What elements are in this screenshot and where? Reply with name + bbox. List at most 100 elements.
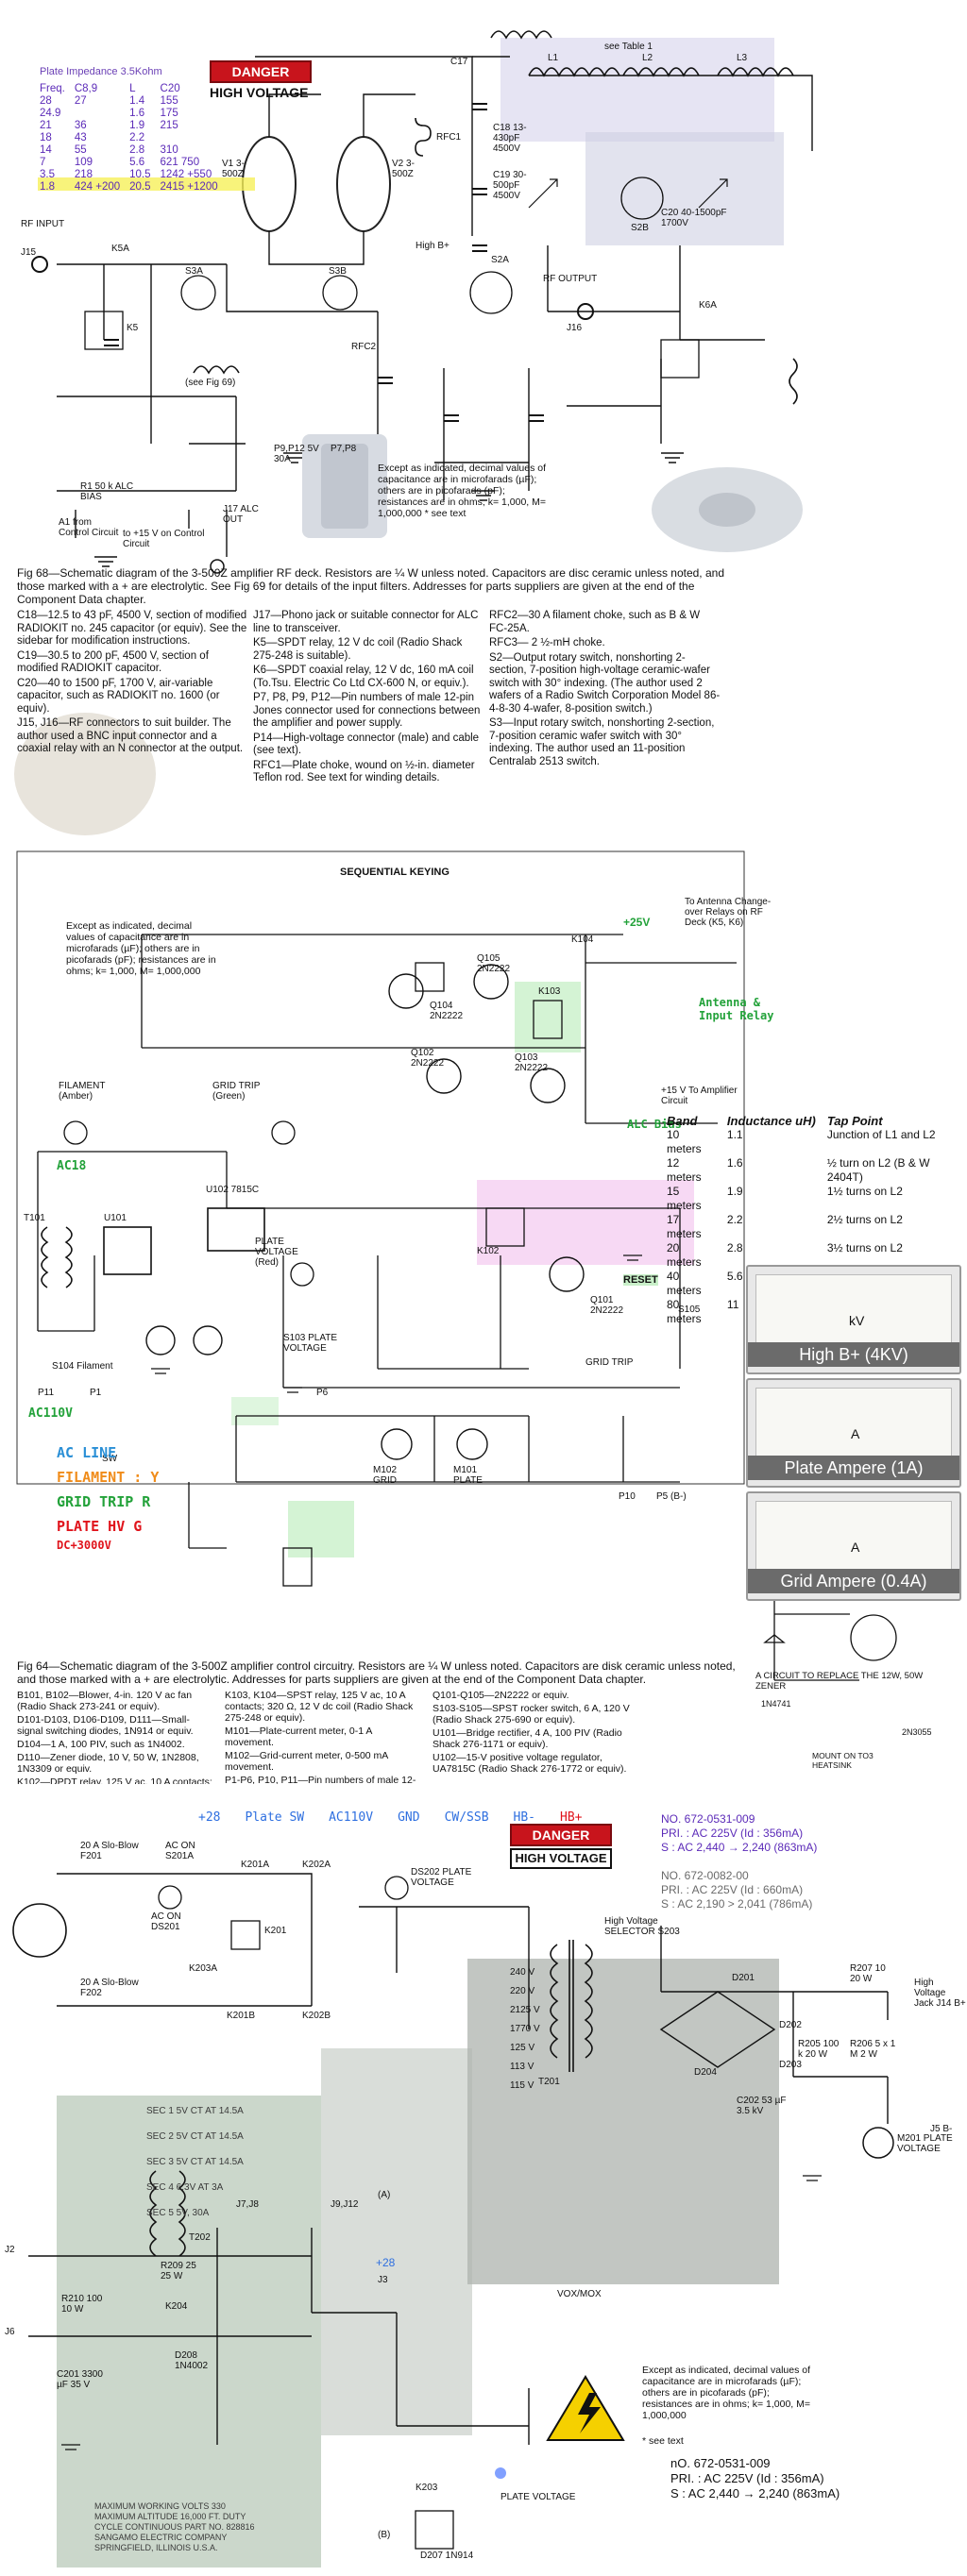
- ps-top-label: GND: [398, 1810, 420, 1825]
- c18-label: C18 13-430pF 4500V: [493, 123, 527, 154]
- rf-input-label: RF INPUT: [21, 219, 65, 229]
- t201-label: T201: [538, 2077, 560, 2087]
- m102-label: M102 GRID: [373, 1465, 398, 1486]
- k104-label: K104: [571, 934, 594, 945]
- rf-deck-schematic: [14, 30, 813, 835]
- ps-high-voltage-label: HIGH VOLTAGE: [510, 1848, 612, 1869]
- band-table-header-cell: Band: [667, 1114, 698, 1128]
- d204-label: D204: [694, 2067, 717, 2078]
- s3a-label: S3A: [185, 266, 203, 277]
- l1-label: L1: [548, 53, 559, 63]
- parts-list-item: U101—Bridge rectifier, 4 A, 100 PIV (Rad…: [433, 1727, 622, 1750]
- p5-label: P5 (B-): [656, 1491, 687, 1502]
- zener-transistor-label: 2N3055: [902, 1727, 932, 1737]
- d201-label: D201: [732, 1973, 755, 1983]
- band-table-cell: 12 meters: [667, 1156, 702, 1184]
- parts-list-item: D110—Zener diode, 10 V, 50 W, 1N2808, 1N…: [17, 1752, 199, 1775]
- meter-label: Grid Ampere (0.4A): [748, 1569, 959, 1593]
- tap-voltage-item: 1770 V: [510, 2024, 540, 2034]
- band-table-cell: 11: [726, 1298, 739, 1311]
- fig64-caption: Fig 64—Schematic diagram of the 3-500Z a…: [17, 1659, 736, 1686]
- frequency-table-header-cell: C8,9: [74, 83, 98, 94]
- p10-label: P10: [619, 1491, 636, 1502]
- zener-mount-label: MOUNT ON TO3 HEATSINK: [812, 1751, 874, 1770]
- rfc2-label: RFC2: [351, 342, 377, 352]
- q101-label: Q101 2N2222: [590, 1295, 624, 1316]
- alc-bias-label: ALC Bias: [627, 1118, 682, 1131]
- transformer-nameplate: MAXIMUM WORKING VOLTS 330 MAXIMUM ALTITU…: [94, 2501, 255, 2552]
- ps-danger-label: DANGER: [510, 1824, 612, 1846]
- alc-out-label: J17 ALC OUT: [223, 504, 259, 525]
- sec-voltage-item: SEC 2 5V CT AT 14.5A: [146, 2131, 244, 2142]
- k202b-label: K202B: [302, 2011, 331, 2021]
- band-table-row: 10 meters 1.1 Junction of L1 and L2: [661, 1128, 967, 1156]
- ps-see-text: * see text: [642, 2435, 684, 2447]
- parts-list-item: U102—15-V positive voltage regulator, UA…: [433, 1752, 627, 1775]
- sequential-keying-title: SEQUENTIAL KEYING: [340, 867, 450, 878]
- frequency-table-header-cell: L: [129, 83, 136, 94]
- parts-list-item: RFC3— 2 ½-mH choke.: [489, 637, 605, 648]
- tx-part: NO. 672-0531-009: [661, 1812, 755, 1826]
- ps-top-label: AC110V: [329, 1810, 374, 1825]
- tx-part: nO. 672-0531-009: [670, 2456, 771, 2470]
- m101-label: M101 PLATE: [453, 1465, 483, 1486]
- ps-top-label: Plate SW: [245, 1810, 305, 1825]
- frequency-table-cell: 21: [40, 120, 52, 131]
- q102-label: Q102 2N2222: [411, 1048, 445, 1069]
- sec-voltage-item: SEC 1 5V CT AT 14.5A: [146, 2106, 244, 2116]
- ps-top-label: +28: [198, 1810, 221, 1825]
- grid-trip-label: GRID TRIP: [585, 1357, 634, 1368]
- to-15v-label: to +15 V on Control Circuit: [123, 529, 205, 549]
- frequency-table-cell: 109: [74, 157, 93, 168]
- tx-pri: PRI. : AC 225V (Id : 356mA): [661, 1827, 804, 1840]
- meter-plate-ampere: A Plate Ampere (1A): [746, 1378, 961, 1488]
- s104-label: S104 Filament: [52, 1361, 113, 1372]
- frequency-table-cell: 424 +200: [74, 181, 121, 193]
- parts-list-item: D101-D103, D106-D109, D111—Small-signal …: [17, 1714, 194, 1737]
- u101-label: U101: [104, 1213, 127, 1223]
- see-fig-label: (see Fig 69): [185, 378, 236, 388]
- reset-label: RESET: [623, 1274, 658, 1286]
- frequency-table-cell: 18: [40, 132, 52, 143]
- rfc1-label: RFC1: [436, 132, 462, 143]
- parts-list-item: K103, K104—SPST relay, 125 V ac, 10 A co…: [225, 1690, 414, 1724]
- vox-mox-label: VOX/MOX: [557, 2289, 602, 2299]
- a-label: (A): [378, 2190, 391, 2200]
- meter-unit: A: [851, 1426, 860, 1441]
- f202-label: 20 A Slo-Blow F202: [80, 1978, 139, 1998]
- frequency-table-cell: 1.6: [129, 108, 145, 119]
- band-table-cell: 10 meters: [667, 1128, 702, 1155]
- k6a-label: K6A: [699, 300, 717, 311]
- tx-note-1: NO. 672-0531-009 PRI. : AC 225V (Id : 35…: [661, 1812, 817, 1855]
- band-table-cell: 1.9: [726, 1185, 743, 1198]
- q103-label: Q103 2N2222: [515, 1052, 549, 1073]
- k204-label: K204: [165, 2301, 188, 2312]
- s2b-label: S2B: [631, 223, 649, 233]
- frequency-table-cell: 2415 +1200: [160, 181, 218, 193]
- frequency-table-cell: 175: [160, 108, 178, 119]
- frequency-table-header-cell: C20: [160, 83, 180, 94]
- sec-voltage-item: SEC 5 5V, 30A: [146, 2208, 210, 2218]
- tx-pri: PRI. : AC 225V (Id : 356mA): [670, 2471, 824, 2485]
- alc-bias-label: R1 50 k ALC BIAS: [80, 481, 134, 502]
- plus25v-label: +25V: [623, 916, 651, 929]
- tap-voltage-item: 115 V: [510, 2080, 534, 2091]
- parts-list-item: D104—1 A, 100 PIV, such as 1N4002.: [17, 1739, 185, 1750]
- frequency-table-cell: 27: [74, 95, 87, 107]
- band-table-cell: Junction of L1 and L2: [826, 1128, 936, 1141]
- ds201-label: AC ON DS201: [151, 1911, 181, 1932]
- parts-list-col1: C18—12.5 to 43 pF, 4500 V, section of mo…: [17, 610, 248, 758]
- r207-label: R207 10 20 W: [850, 1963, 886, 1984]
- high-voltage-label: HIGH VOLTAGE: [210, 85, 309, 100]
- c202-label: C202 53 µF 3.5 kV: [737, 2096, 787, 2116]
- frequency-table-cell: 10.5: [129, 169, 151, 180]
- j16-label: J16: [567, 323, 583, 333]
- r210-label: R210 100 10 W: [61, 2294, 103, 2315]
- k202a-label: K202A: [302, 1860, 331, 1870]
- r209-label: R209 25 25 W: [161, 2261, 196, 2281]
- fig68-caption: Fig 68—Schematic diagram of the 3-500Z a…: [17, 566, 724, 606]
- s103-label: S103 PLATE VOLTAGE: [283, 1333, 338, 1354]
- band-table-cell: 1.1: [726, 1128, 743, 1141]
